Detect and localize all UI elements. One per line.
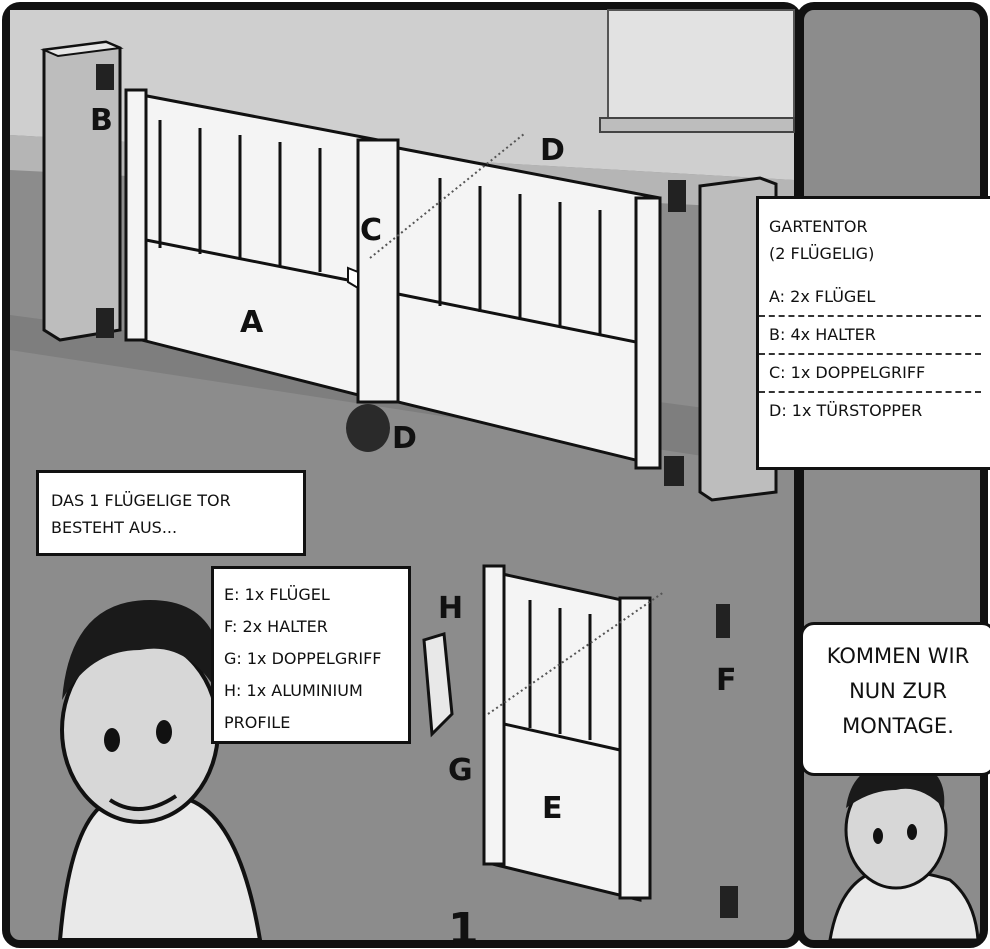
side-line2: NUN ZUR [807,674,989,709]
label-b: B [90,103,113,138]
step-number: 1 [448,904,479,949]
parts-item: E: 1x FLÜGEL [224,579,398,611]
label-a: A [240,305,264,340]
hinge-b-top [96,64,114,90]
legend-title-line2: (2 FLÜGELIG) [769,240,981,267]
intro-line1: DAS 1 FLÜGELIGE TOR [51,487,291,514]
legend-item: D: 1x TÜRSTOPPER [759,391,981,429]
parts-item: PROFILE [224,707,398,739]
legend-item: B: 4x HALTER [759,315,981,353]
side-speech-bubble: KOMMEN WIR NUN ZUR MONTAGE. [800,622,990,776]
label-d-bottom: D [392,421,417,456]
hinge-f [716,604,730,638]
legend-item: A: 2x FLÜGEL [759,281,981,315]
parts-item: H: 1x ALUMINIUM [224,675,398,707]
label-d-top: D [540,133,565,168]
hinge-right-top [668,180,686,212]
intro-line2: BESTEHT AUS... [51,514,291,541]
door-stopper-icon [346,404,390,452]
legend-title-line1: GARTENTOR [769,213,981,240]
label-h: H [438,591,463,626]
parts-item: G: 1x DOPPELGRIFF [224,643,398,675]
side-line3: MONTAGE. [807,709,989,744]
label-c: C [360,213,382,248]
side-line1: KOMMEN WIR [807,639,989,674]
legend-box: GARTENTOR (2 FLÜGELIG) A: 2x FLÜGEL B: 4… [756,196,990,470]
label-e: E [542,791,563,826]
hinge-right-bottom [664,456,684,486]
legend-item: C: 1x DOPPELGRIFF [759,353,981,391]
intro-speech-bubble: DAS 1 FLÜGELIGE TOR BESTEHT AUS... [36,470,306,556]
side-panel [800,6,984,944]
hinge-b-bottom [96,308,114,338]
label-f: F [716,663,737,698]
single-gate [484,566,650,900]
hinge-f-bottom [720,886,738,918]
label-g: G [448,753,473,788]
legend-title: GARTENTOR (2 FLÜGELIG) [769,213,981,267]
parts-item: F: 2x HALTER [224,611,398,643]
single-gate-parts-bubble: E: 1x FLÜGEL F: 2x HALTER G: 1x DOPPELGR… [211,566,411,744]
